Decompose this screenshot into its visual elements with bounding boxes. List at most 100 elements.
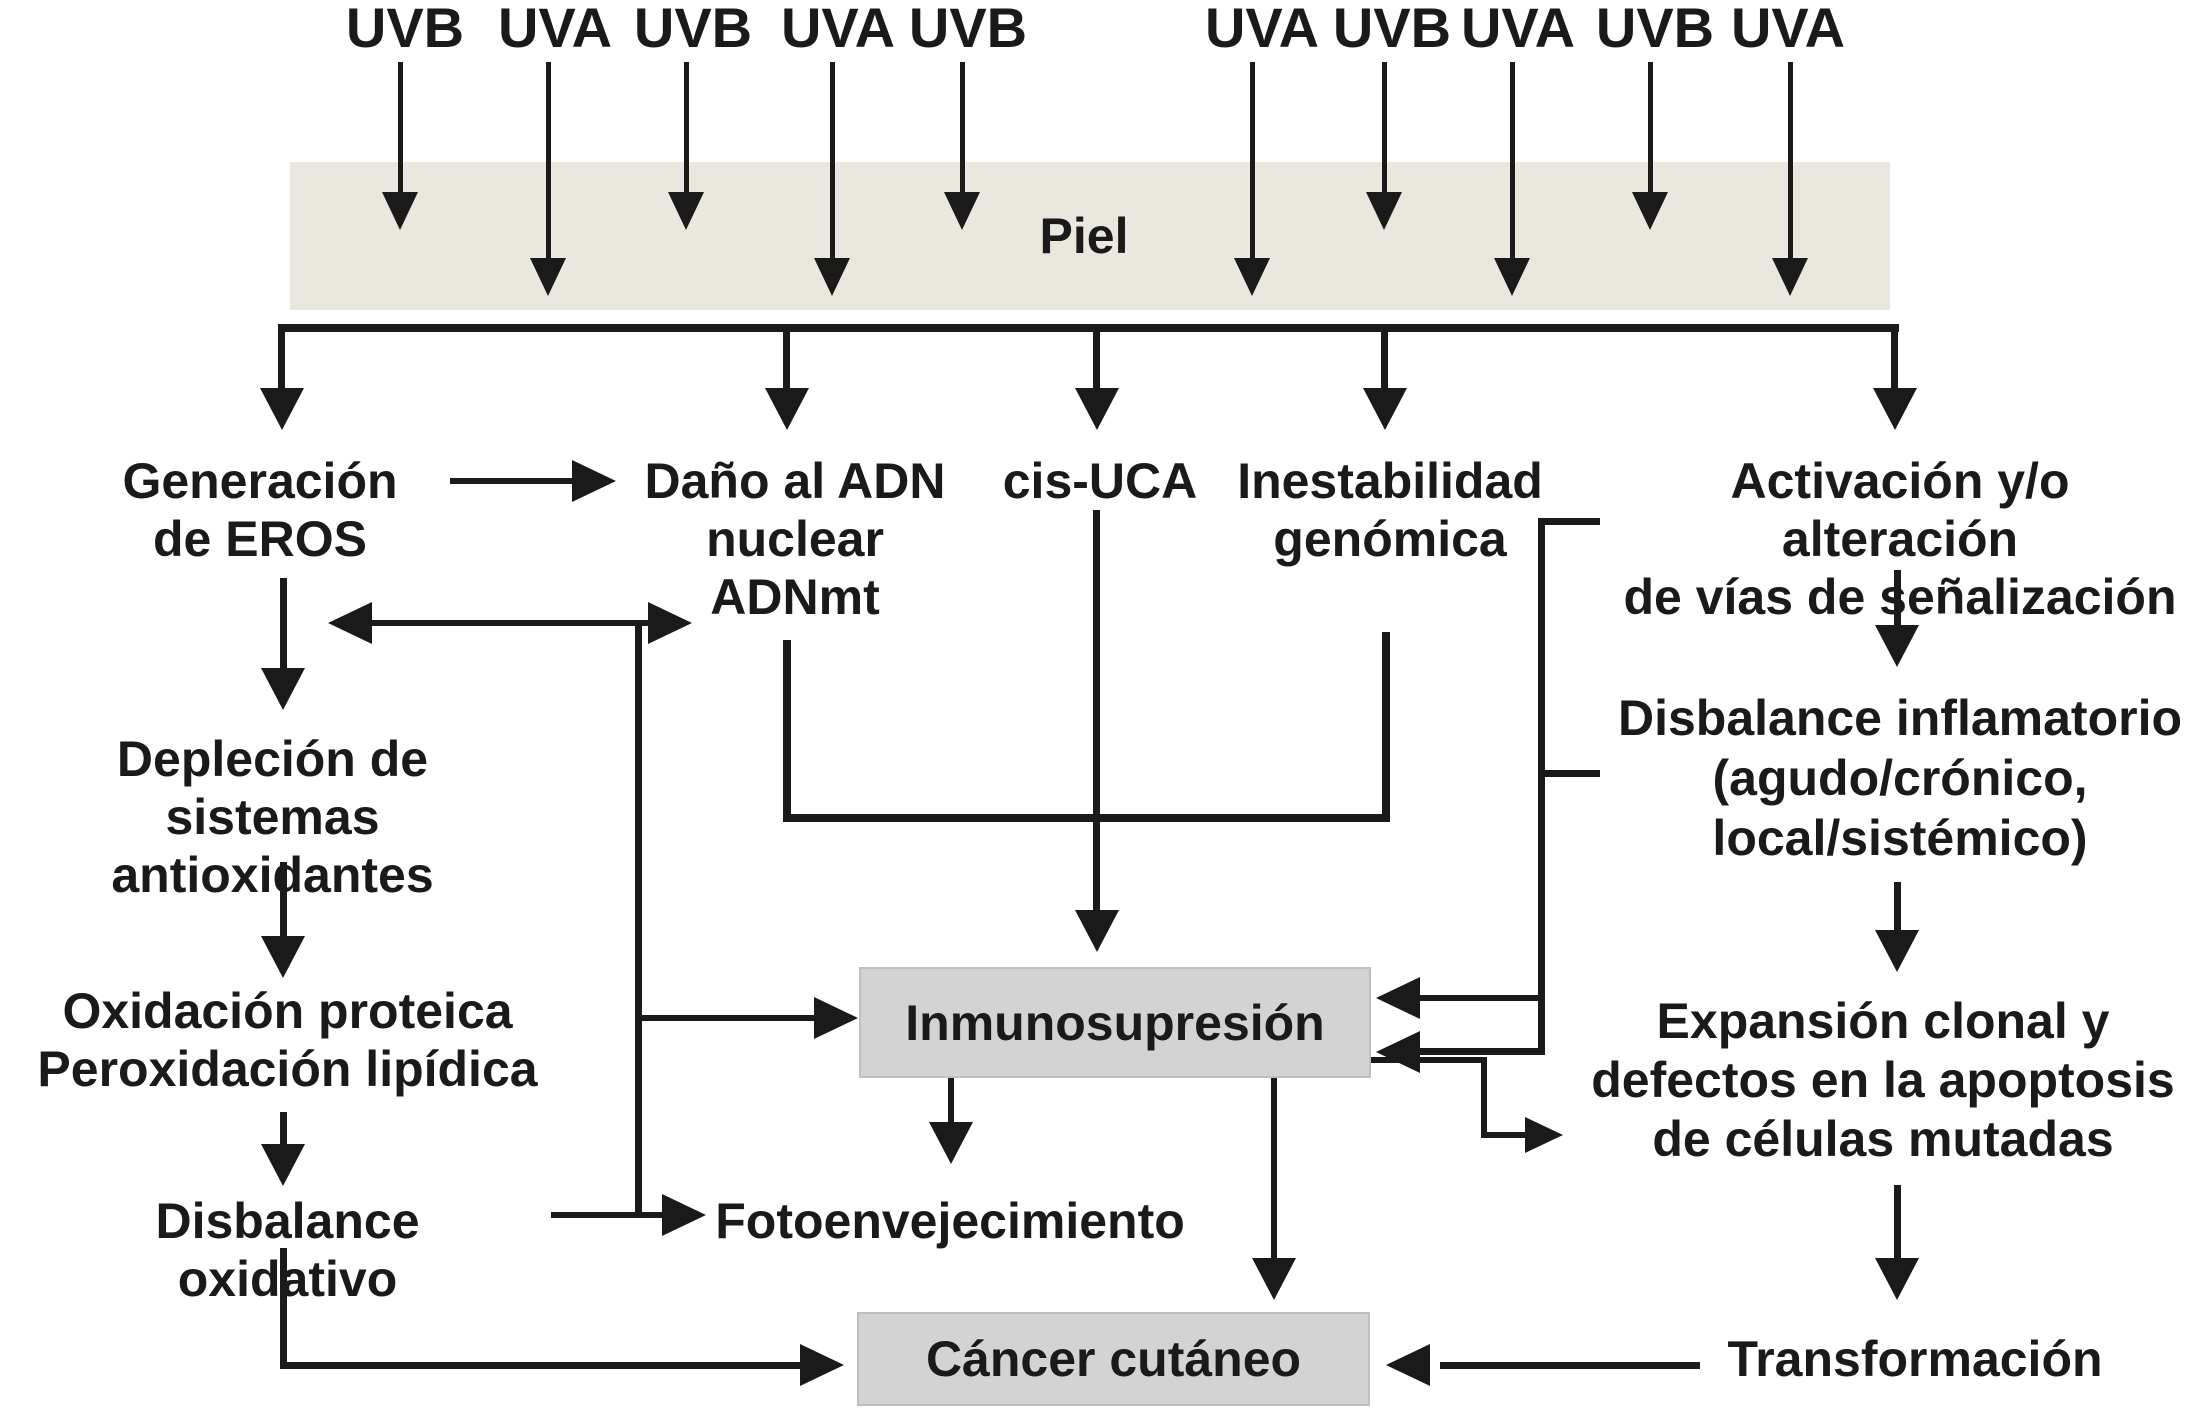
uvb-arrowhead-3 [668, 192, 704, 230]
node-inmunosupresion-box: Inmunosupresión [859, 967, 1371, 1078]
arrow-disbox-to-cancer-vertical [280, 1248, 287, 1368]
node-cancer-box: Cáncer cutáneo [857, 1312, 1370, 1406]
arrow-disbinf-to-expansion-head [1875, 930, 1919, 972]
skin-band-label: Piel [1039, 208, 1129, 264]
node-oxidacion: Oxidación proteica Peroxidación lipídica [37, 983, 538, 1097]
arrow-expansion-to-transformacion-shaft [1894, 1185, 1901, 1258]
right-bus-line [1538, 518, 1545, 1055]
arrow-inmuno-to-cancer-shaft [1271, 1078, 1277, 1258]
uvb-arrow-shaft-7 [1382, 62, 1387, 192]
arrow-eros-to-deplecion-shaft [280, 578, 287, 668]
arrow-disbox-to-foto-shaft [551, 1212, 662, 1218]
arrow-inmuno-out-horizontal2 [1481, 1132, 1525, 1138]
node-cancer-label: Cáncer cutáneo [925, 1331, 1302, 1387]
uv-label-2: UVA [497, 0, 613, 59]
arrow-inmuno-out-vertical [1481, 1057, 1487, 1138]
uvb-arrow-shaft-9 [1648, 62, 1653, 192]
arrow-rightbus-to-inmuno-upper-head [1376, 977, 1420, 1019]
node-inmunosupresion-label: Inmunosupresión [905, 994, 1325, 1051]
node-fotoenvejecimiento: Fotoenvejecimiento [715, 1193, 1185, 1249]
uva-arrow-shaft-2 [546, 62, 551, 258]
uvb-arrow-shaft-1 [398, 62, 403, 192]
uvb-arrowhead-9 [1632, 192, 1668, 230]
arrow-disbox-to-foto-head [662, 1194, 706, 1236]
node-transformacion: Transformación [1727, 1331, 2103, 1387]
left-bus-line [635, 620, 642, 1215]
arrow-eros-to-deplecion-head [261, 668, 305, 710]
uv-label-1: UVB [345, 0, 465, 59]
arrow-expansion-to-transformacion-head [1875, 1258, 1919, 1300]
arrow-transformacion-to-cancer-head [1386, 1344, 1430, 1386]
node-generacion-eros: Generación de EROS [122, 453, 398, 567]
branch-shaft-inestabilidad [1381, 330, 1388, 388]
arrow-rightbus-to-inmuno-lower-shaft [1420, 1048, 1545, 1055]
node-activacion: Activación y/o alteración de vías de señ… [1623, 453, 2177, 625]
collector-right-vertical [1382, 632, 1390, 822]
uva-arrowhead-4 [814, 258, 850, 296]
branch-shaft-activacion [1891, 330, 1898, 388]
node-dano-adn: Daño al ADN nuclear ADNmt [644, 453, 946, 625]
node-disbalance-oxidativo: Disbalance oxidativo [155, 1193, 420, 1307]
uv-label-9: UVB [1595, 0, 1715, 59]
uv-label-5: UVB [908, 0, 1028, 59]
arrow-rightbus-to-inmuno-lower-head [1376, 1031, 1420, 1073]
right-bus-top-stub [1538, 518, 1600, 525]
uva-arrowhead-6 [1234, 258, 1270, 296]
uva-arrowhead-2 [530, 258, 566, 296]
bidirectional-arrowhead-right [648, 602, 692, 644]
uvb-arrow-shaft-5 [960, 62, 965, 192]
arrow-disbinf-to-expansion-shaft [1894, 882, 1901, 930]
uvb-arrowhead-5 [944, 192, 980, 230]
uv-label-6: UVA [1204, 0, 1320, 59]
branch-arrowhead-activacion [1873, 388, 1917, 430]
branch-arrowhead-cisuca [1075, 388, 1119, 430]
arrow-oxidacion-to-disbalance-head [261, 1144, 305, 1186]
node-expansion: Expansión clonal y defectos en la apopto… [1591, 993, 2175, 1167]
uva-arrowhead-10 [1772, 258, 1808, 296]
arrow-deplecion-to-oxidacion-shaft [280, 862, 287, 936]
arrow-inmuno-out-head [1525, 1117, 1563, 1153]
arrow-activacion-to-disbinf-shaft [1894, 570, 1901, 625]
arrow-oxidacion-to-disbalance-shaft [280, 1112, 287, 1144]
node-cis-uca: cis-UCA [1002, 453, 1198, 509]
arrow-rightbus-to-inmuno-upper-shaft [1420, 995, 1545, 1001]
branch-arrowhead-eros [260, 388, 304, 430]
collector-left-vertical [783, 640, 791, 822]
node-deplecion: Depleción de sistemas antioxidantes [111, 731, 434, 903]
node-inestabilidad: Inestabilidad genómica [1237, 453, 1543, 567]
arrow-bus-to-inmuno-shaft [642, 1015, 814, 1021]
branch-shaft-cisuca [1093, 330, 1100, 388]
uva-arrow-shaft-10 [1788, 62, 1793, 258]
branch-shaft-eros [278, 330, 285, 388]
bidirectional-arrow-shaft [352, 620, 648, 626]
arrow-inmuno-out-horizontal1 [1371, 1057, 1487, 1063]
uva-arrow-shaft-6 [1250, 62, 1255, 258]
uva-arrow-shaft-8 [1510, 62, 1515, 258]
distribution-line [278, 324, 1899, 332]
node-disbalance-inflamatorio: Disbalance inflamatorio (agudo/crónico, … [1617, 690, 2183, 866]
uvb-arrow-shaft-3 [684, 62, 689, 192]
branch-arrowhead-adn [765, 388, 809, 430]
uva-arrowhead-8 [1494, 258, 1530, 296]
uv-label-3: UVB [633, 0, 753, 59]
arrow-disbox-to-cancer-horizontal [280, 1362, 800, 1369]
arrow-cisuca-to-inmuno-head [1075, 910, 1119, 952]
uv-label-10: UVA [1730, 0, 1846, 59]
collector-bottom-horizontal [783, 814, 1390, 822]
arrow-activacion-to-disbinf-head [1875, 625, 1919, 667]
arrow-deplecion-to-oxidacion-head [261, 936, 305, 978]
uv-label-7: UVB [1332, 0, 1452, 59]
branch-shaft-adn [783, 330, 790, 388]
arrow-transformacion-to-cancer-shaft [1440, 1362, 1700, 1369]
uva-arrow-shaft-4 [830, 62, 835, 258]
arrow-bus-to-inmuno-head [814, 997, 858, 1039]
uv-label-8: UVA [1460, 0, 1576, 59]
arrow-cisuca-to-inmuno-shaft [1093, 510, 1100, 910]
uv-label-4: UVA [780, 0, 896, 59]
arrow-inmuno-to-foto-shaft [948, 1078, 954, 1122]
arrow-eros-to-adn-shaft [450, 478, 572, 484]
branch-arrowhead-inestabilidad [1363, 388, 1407, 430]
arrow-inmuno-to-foto-head [929, 1122, 973, 1164]
uvb-arrowhead-1 [382, 192, 418, 230]
